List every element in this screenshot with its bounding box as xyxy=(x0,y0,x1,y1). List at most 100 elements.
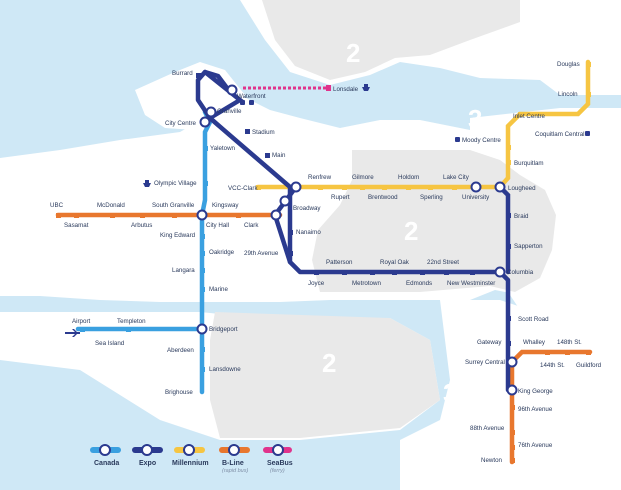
canada-stop-ticks xyxy=(80,146,208,372)
waterfront-interchange[interactable] xyxy=(226,84,238,96)
station-city-centre[interactable]: City Centre xyxy=(165,120,197,127)
station-guildford[interactable]: Guildford xyxy=(576,362,602,369)
station-king-edward[interactable]: King Edward xyxy=(160,232,196,239)
station-sea-island[interactable]: Sea Island xyxy=(95,340,125,347)
station-patterson[interactable]: Patterson xyxy=(326,259,353,266)
station-lonsdale[interactable]: Lonsdale xyxy=(333,86,359,93)
station-moody-centre[interactable]: Moody Centre xyxy=(462,137,501,144)
station-inlet-centre[interactable]: Inlet Centre xyxy=(513,113,546,120)
king-george-interchange[interactable] xyxy=(506,384,518,396)
station-ubc[interactable]: UBC xyxy=(50,202,64,209)
ferry-icon xyxy=(362,84,370,91)
granville-interchange[interactable] xyxy=(205,106,217,118)
station-city-hall[interactable]: City Hall xyxy=(206,222,229,229)
station-broadway[interactable]: Broadway xyxy=(293,205,321,212)
surrey-central-interchange[interactable] xyxy=(506,356,518,368)
station-king-george[interactable]: King George xyxy=(518,388,553,395)
legend-expo-label: Expo xyxy=(139,460,156,467)
zone2-south-label: 2 xyxy=(322,348,336,378)
columbia-interchange[interactable] xyxy=(494,266,506,278)
station-sasamat[interactable]: Sasamat xyxy=(64,222,89,229)
station-marine[interactable]: Marine xyxy=(209,286,228,293)
station-22nd-street[interactable]: 22nd Street xyxy=(427,259,459,266)
bline-stop-ticks xyxy=(56,213,591,463)
station-royal-oak[interactable]: Royal Oak xyxy=(380,259,410,266)
station-new-westminster[interactable]: New Westminster xyxy=(447,280,495,287)
university-interchange[interactable] xyxy=(470,181,482,193)
station-lougheed[interactable]: Lougheed xyxy=(508,185,536,192)
station-aberdeen[interactable]: Aberdeen xyxy=(167,347,194,354)
station-templeton[interactable]: Templeton xyxy=(117,318,146,325)
seabus-stop-ticks xyxy=(326,85,331,91)
station-scott-road[interactable]: Scott Road xyxy=(518,316,549,323)
station-olympic-village[interactable]: Olympic Village xyxy=(154,180,197,187)
station-university[interactable]: University xyxy=(462,194,490,201)
station-nanaimo[interactable]: Nanaimo xyxy=(296,229,321,236)
station-stadium[interactable]: Stadium xyxy=(252,129,275,136)
station-burrard[interactable]: Burrard xyxy=(172,70,193,77)
station-rupert[interactable]: Rupert xyxy=(331,194,350,201)
legend-millennium-label: Millennium xyxy=(172,460,209,467)
station-gilmore[interactable]: Gilmore xyxy=(352,174,374,181)
expo-line-north xyxy=(202,69,244,121)
station-braid[interactable]: Braid xyxy=(514,213,529,220)
legend: Canada Expo Millennium B-Line (rapid bus… xyxy=(90,444,294,474)
station-oakridge[interactable]: Oakridge xyxy=(209,249,235,256)
station-burquitlam[interactable]: Burquitlam xyxy=(514,160,544,167)
lougheed-interchange[interactable] xyxy=(494,181,506,193)
station-newton[interactable]: Newton xyxy=(481,457,503,464)
station-surrey-central[interactable]: Surrey Central xyxy=(465,359,505,366)
station-granville[interactable]: Granville xyxy=(217,108,242,115)
station-edmonds[interactable]: Edmonds xyxy=(406,280,432,287)
station-labels: Burrard Waterfront Lonsdale Granville Ci… xyxy=(50,61,602,464)
station-south-granville[interactable]: South Granville xyxy=(152,202,195,209)
zone2-north xyxy=(262,0,520,80)
legend-seabus-sub: (ferry) xyxy=(270,468,285,474)
station-holdom[interactable]: Holdom xyxy=(398,174,419,181)
station-yaletown[interactable]: Yaletown xyxy=(210,145,236,152)
station-mcdonald[interactable]: McDonald xyxy=(97,202,125,209)
clark-interchange[interactable] xyxy=(270,209,282,221)
station-coquitlam-central[interactable]: Coquitlam Central xyxy=(535,131,585,138)
airplane-icon xyxy=(65,329,80,337)
station-joyce[interactable]: Joyce xyxy=(308,280,325,287)
station-waterfront[interactable]: Waterfront xyxy=(237,93,266,100)
station-lansdowne[interactable]: Lansdowne xyxy=(209,366,241,373)
station-148th-st[interactable]: 148th St. xyxy=(557,339,582,346)
station-lake-city[interactable]: Lake City xyxy=(443,174,470,181)
station-brentwood[interactable]: Brentwood xyxy=(368,194,398,201)
station-airport[interactable]: Airport xyxy=(72,318,91,325)
zone2-center-label: 2 xyxy=(404,216,418,246)
commercial-interchange[interactable] xyxy=(290,181,302,193)
station-brighouse[interactable]: Brighouse xyxy=(165,389,193,396)
station-sapperton[interactable]: Sapperton xyxy=(514,243,543,250)
zone2-north-label: 2 xyxy=(346,38,360,68)
station-kingsway[interactable]: Kingsway xyxy=(212,202,239,209)
city-centre-interchange[interactable] xyxy=(199,116,211,128)
station-clark[interactable]: Clark xyxy=(244,222,259,229)
station-columbia[interactable]: Columbia xyxy=(507,269,534,276)
station-bridgeport[interactable]: Bridgeport xyxy=(209,326,238,333)
station-renfrew[interactable]: Renfrew xyxy=(308,174,332,181)
station-96th-avenue[interactable]: 96th Avenue xyxy=(518,406,553,413)
bridgeport-interchange[interactable] xyxy=(196,323,208,335)
station-metrotown[interactable]: Metrotown xyxy=(352,280,381,287)
station-lincoln[interactable]: Lincoln xyxy=(558,91,578,98)
station-sperling[interactable]: Sperling xyxy=(420,194,443,201)
station-144th-st[interactable]: 144th St. xyxy=(540,362,565,369)
station-76th-avenue[interactable]: 76th Avenue xyxy=(518,442,553,449)
city-hall-interchange[interactable] xyxy=(196,209,208,221)
station-main[interactable]: Main xyxy=(272,152,286,159)
broadway-interchange[interactable] xyxy=(279,195,291,207)
station-88th-avenue[interactable]: 88th Avenue xyxy=(470,425,505,432)
station-29th-avenue[interactable]: 29th Avenue xyxy=(244,250,279,257)
station-langara[interactable]: Langara xyxy=(172,267,195,274)
station-gateway[interactable]: Gateway xyxy=(477,339,502,346)
station-vcc-clark[interactable]: VCC-Clark xyxy=(228,185,258,192)
station-arbutus[interactable]: Arbutus xyxy=(131,222,152,229)
station-douglas[interactable]: Douglas xyxy=(557,61,580,68)
legend-bline-sub: (rapid bus) xyxy=(222,468,248,474)
millennium-stop-ticks xyxy=(256,62,591,190)
station-whalley[interactable]: Whalley xyxy=(523,339,546,346)
